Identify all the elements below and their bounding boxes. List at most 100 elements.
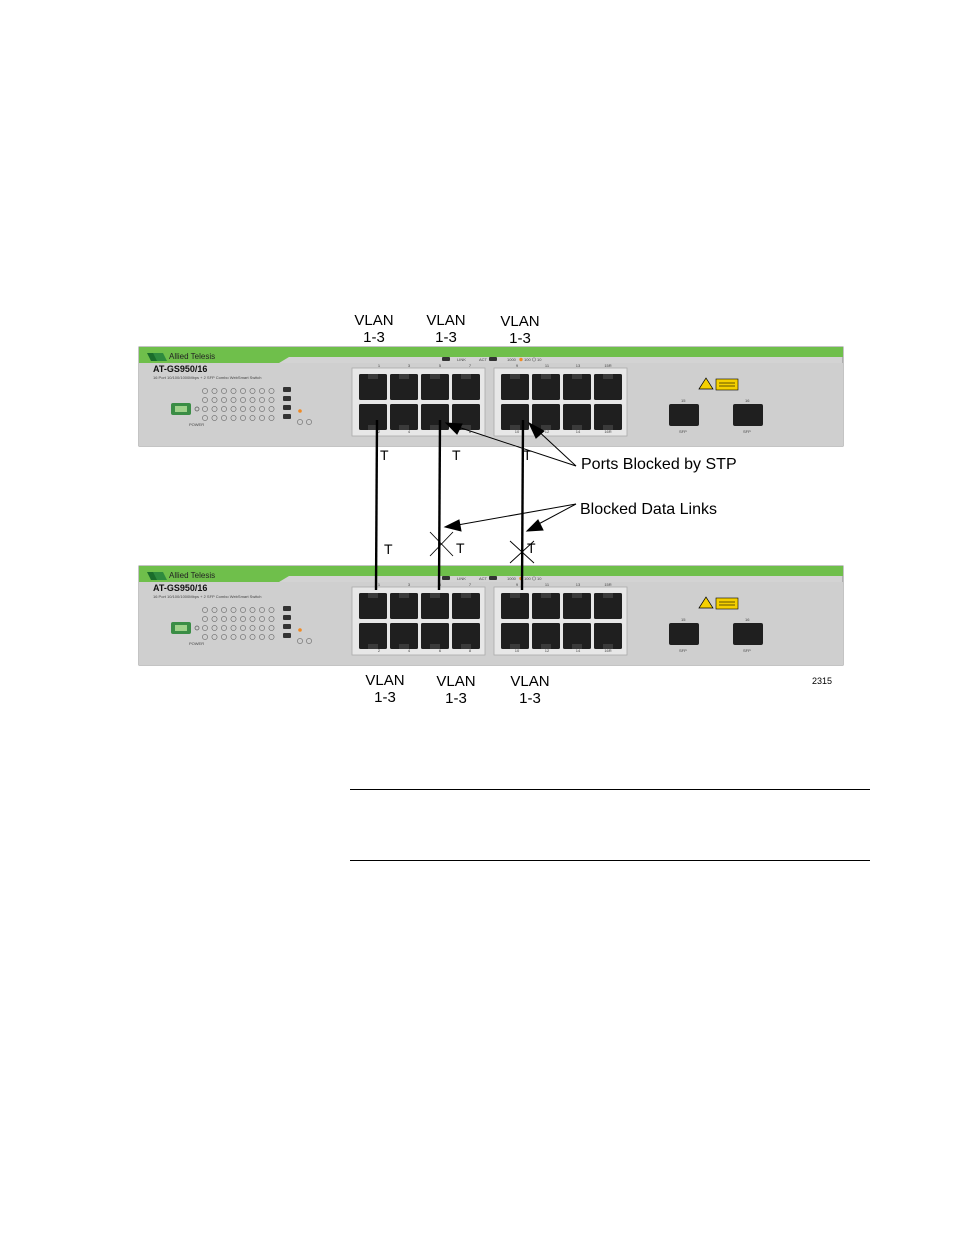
svg-text:100: 100 [524,576,531,581]
blocked-x-mark [509,540,535,564]
status-led [268,406,275,412]
rj45-port [390,404,418,430]
ports-blocked-callout: Ports Blocked by STP [581,456,737,473]
mode-led [283,387,291,392]
status-led [230,406,237,412]
port-number: 7 [469,582,472,587]
status-led [249,415,256,421]
led-header: LINK ACT 1000 100 10 [442,357,542,362]
status-led [249,397,256,403]
status-led [249,616,256,622]
status-led [240,415,246,421]
port-number: 11 [545,582,550,587]
rj45-port [390,623,418,649]
status-led [249,634,256,640]
mode-led [283,396,291,401]
port-number: 14 [576,648,581,653]
rj45-port [421,374,449,400]
port-number: 5 [439,582,442,587]
status-led [202,397,208,403]
status-led [202,388,208,394]
rj45-port [563,593,591,619]
port-number: 7 [469,363,472,368]
port-number: 9 [516,582,519,587]
rj45-port [563,374,591,400]
svg-text:1000: 1000 [507,576,517,581]
switch-face [139,582,843,665]
rj45-port [359,404,387,430]
top-switch: Allied Telesis AT-GS950/16 16 Port 10/10… [138,346,844,447]
blocked-marks [429,531,535,564]
cable-link-3-blocked [520,419,525,591]
status-led [202,616,208,622]
power-label: POWER [189,641,204,646]
figure-number: 2315 [812,676,832,686]
model-name: AT-GS950/16 [153,583,207,593]
status-led [268,388,275,394]
status-led [211,634,218,640]
model-name: AT-GS950/16 [153,364,207,374]
status-led [240,388,246,394]
brand-name: Allied Telesis [169,352,215,361]
svg-text:SFP: SFP [679,648,687,653]
status-led [259,616,265,622]
switch-face [139,363,843,446]
status-led [268,607,275,613]
rj45-port [532,623,560,649]
port-number: 15R [604,582,611,587]
rj45-port [421,404,449,430]
model-description: 16 Port 10/100/1000Mbps + 2 SFP Combo We… [153,375,261,380]
port-number: 4 [408,648,411,653]
port-number: 1 [378,363,381,368]
mode-led [283,414,291,419]
status-led [202,607,208,613]
switch-accent-stripe [139,347,843,363]
status-led [221,415,227,421]
rj45-port [452,593,480,619]
tag-label: T [452,447,461,463]
section-rule-top [350,789,870,790]
mode-led [283,606,291,611]
status-led [240,616,246,622]
status-led [211,616,218,622]
model-description: 16 Port 10/100/1000Mbps + 2 SFP Combo We… [153,594,261,599]
rj45-port [532,374,560,400]
sfp-led-16 [306,419,312,425]
rj45-port [501,623,529,649]
port-number: 2 [378,429,381,434]
port-number: 3 [408,582,411,587]
mode-led [283,633,291,638]
status-led [249,388,256,394]
status-led [259,397,265,403]
port-group-right [493,586,628,656]
callout-arrows [443,421,577,532]
blocked-links-callout: Blocked Data Links [580,501,717,518]
mode-led [283,624,291,629]
rj45-port [452,623,480,649]
status-led [268,616,275,622]
status-led [221,616,227,622]
port-number: 11 [545,363,550,368]
status-led [230,388,237,394]
port-number: 13 [576,582,581,587]
tag-label: T [456,540,465,556]
status-led [259,406,265,412]
tag-label: T [523,447,532,463]
rj45-port [532,404,560,430]
status-led [249,625,256,631]
port-number: 13 [576,363,581,368]
status-led [259,388,265,394]
port-number: 16R [604,648,611,653]
svg-text:ACT: ACT [479,357,488,362]
status-led [221,634,227,640]
status-led [268,415,275,421]
port-number: 14 [576,429,581,434]
rj45-port [594,374,622,400]
